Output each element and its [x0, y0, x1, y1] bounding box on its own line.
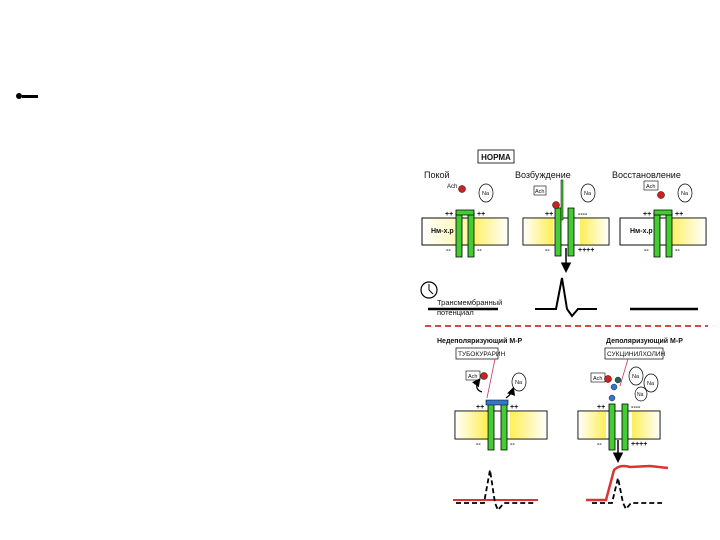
svg-text:--: --: [597, 441, 602, 448]
svg-text:Na: Na: [637, 392, 644, 398]
nondepol-drug: ТУБОКУРАРИН: [458, 351, 506, 358]
phase-excitation-label: Возбуждение: [515, 170, 571, 180]
svg-text:++: ++: [445, 211, 453, 218]
svg-text:--: --: [446, 247, 451, 254]
receptor-label: Нм-х.р: [431, 228, 454, 235]
potential-label-1: Трансмембранный: [437, 298, 502, 307]
svg-text:Ach: Ach: [535, 189, 544, 195]
nondepol-title: Недеполяризующий М-Р: [437, 337, 523, 345]
ach-label: Ach: [447, 184, 457, 190]
nondepolarizing-panel: Недеполяризующий М-Р ТУБОКУРАРИН Ach Na …: [437, 337, 548, 512]
svg-text:++: ++: [643, 211, 651, 218]
phase-recovery-label: Восстановление: [612, 170, 681, 180]
svg-text:Na: Na: [515, 380, 523, 386]
svg-text:--: --: [477, 247, 482, 254]
svg-text:++: ++: [545, 211, 553, 218]
svg-text:++: ++: [675, 211, 683, 218]
svg-text:++++: ++++: [631, 441, 647, 448]
depol-ap-trace: [592, 477, 662, 511]
action-potential-trace: [535, 277, 597, 318]
svg-text:Ach: Ach: [468, 374, 477, 380]
nondepol-ap-trace: [456, 469, 535, 512]
excitation-panel: Ach Na ++ ---- -- ++++: [522, 179, 610, 273]
svg-text:++: ++: [476, 404, 484, 411]
svg-text:--: --: [545, 247, 550, 254]
svg-text:Na: Na: [584, 191, 592, 197]
rest-panel: Нм-х.р Ach Na ++ ++ -- --: [421, 183, 509, 258]
depolarizing-panel: Деполяризующий М-Р СУКЦИНИЛХОЛИН Ach Na …: [577, 337, 683, 511]
depol-title: Деполяризующий М-Р: [606, 337, 683, 345]
svg-text:--: --: [675, 247, 680, 254]
norma-label: НОРМА: [477, 149, 515, 164]
bullet-dot: [16, 93, 22, 99]
svg-text:Na: Na: [681, 191, 689, 197]
svg-text:++++: ++++: [578, 247, 594, 254]
svg-text:Na: Na: [647, 381, 655, 387]
depol-sustained-trace: [586, 464, 669, 502]
svg-text:++: ++: [477, 211, 485, 218]
depol-drug: СУКЦИНИЛХОЛИН: [607, 351, 666, 358]
potential-label-2: потенциал: [437, 308, 474, 317]
svg-text:Ach: Ach: [646, 184, 655, 190]
svg-text:--: --: [644, 247, 649, 254]
bullet-dash: [22, 95, 38, 98]
svg-text:----: ----: [631, 404, 641, 411]
svg-text:----: ----: [578, 211, 588, 218]
svg-text:Ach: Ach: [593, 376, 602, 382]
na-label: Na: [482, 191, 490, 197]
svg-text:++: ++: [510, 404, 518, 411]
svg-text:Нм-х.р: Нм-х.р: [630, 228, 653, 235]
svg-text:--: --: [476, 441, 481, 448]
phase-rest-label: Покой: [424, 170, 450, 180]
bullet-marker: [16, 90, 40, 100]
recovery-panel: Нм-х.р Ach Na ++ ++ -- --: [619, 180, 707, 258]
svg-text:--: --: [510, 441, 515, 448]
svg-text:НОРМА: НОРМА: [481, 153, 511, 162]
svg-text:++: ++: [597, 404, 605, 411]
svg-text:Na: Na: [632, 374, 640, 380]
clock-icon: [420, 281, 438, 299]
